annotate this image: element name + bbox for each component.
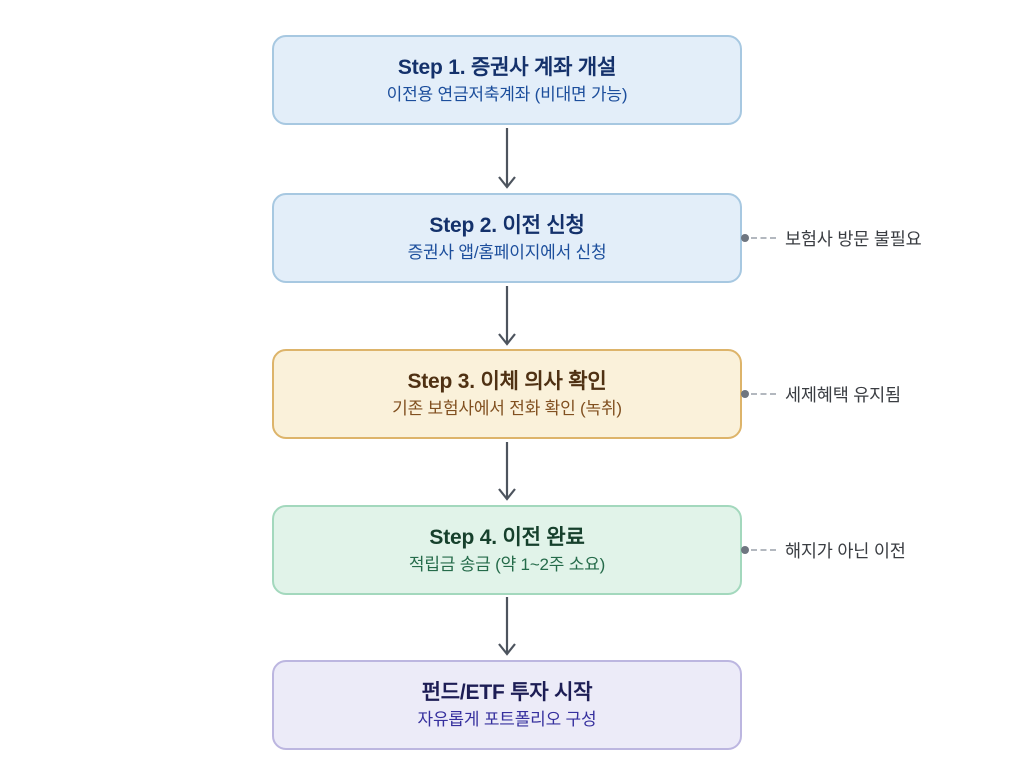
step-5-title: 펀드/ETF 투자 시작 bbox=[421, 680, 593, 704]
step-3-subtitle: 기존 보험사에서 전화 확인 (녹취) bbox=[392, 398, 622, 418]
step-3-title: Step 3. 이체 의사 확인 bbox=[407, 369, 607, 393]
annotation-label: 세제혜택 유지됨 bbox=[785, 384, 901, 405]
flow-step-5: 펀드/ETF 투자 시작 자유롭게 포트폴리오 구성 bbox=[272, 660, 742, 750]
step-1-title: Step 1. 증권사 계좌 개설 bbox=[397, 55, 617, 79]
step-5-subtitle: 자유롭게 포트폴리오 구성 bbox=[417, 709, 597, 729]
annotation-label: 보험사 방문 불필요 bbox=[785, 228, 922, 249]
annotation-note-step-2: 보험사 방문 불필요 bbox=[741, 226, 922, 250]
dashed-connector bbox=[751, 393, 776, 395]
connector-dot-icon bbox=[741, 546, 749, 554]
dashed-connector bbox=[751, 549, 776, 551]
flow-step-2: Step 2. 이전 신청 증권사 앱/홈페이지에서 신청 bbox=[272, 193, 742, 283]
arrow-down-icon bbox=[498, 286, 516, 346]
arrow-down-icon bbox=[498, 597, 516, 656]
arrow-down-icon bbox=[498, 442, 516, 501]
step-4-title: Step 4. 이전 완료 bbox=[429, 525, 585, 549]
step-2-subtitle: 증권사 앱/홈페이지에서 신청 bbox=[407, 242, 607, 262]
connector-dot-icon bbox=[741, 234, 749, 242]
step-2-title: Step 2. 이전 신청 bbox=[429, 213, 585, 237]
annotation-label: 해지가 아닌 이전 bbox=[785, 540, 906, 561]
flow-step-3: Step 3. 이체 의사 확인 기존 보험사에서 전화 확인 (녹취) bbox=[272, 349, 742, 439]
step-4-subtitle: 적립금 송금 (약 1~2주 소요) bbox=[408, 554, 606, 574]
annotation-note-step-3: 세제혜택 유지됨 bbox=[741, 382, 901, 406]
flow-step-4: Step 4. 이전 완료 적립금 송금 (약 1~2주 소요) bbox=[272, 505, 742, 595]
arrow-down-icon bbox=[498, 128, 516, 189]
flow-step-1: Step 1. 증권사 계좌 개설 이전용 연금저축계좌 (비대면 가능) bbox=[272, 35, 742, 125]
connector-dot-icon bbox=[741, 390, 749, 398]
step-1-subtitle: 이전용 연금저축계좌 (비대면 가능) bbox=[386, 84, 628, 104]
dashed-connector bbox=[751, 237, 776, 239]
annotation-note-step-4: 해지가 아닌 이전 bbox=[741, 538, 906, 562]
